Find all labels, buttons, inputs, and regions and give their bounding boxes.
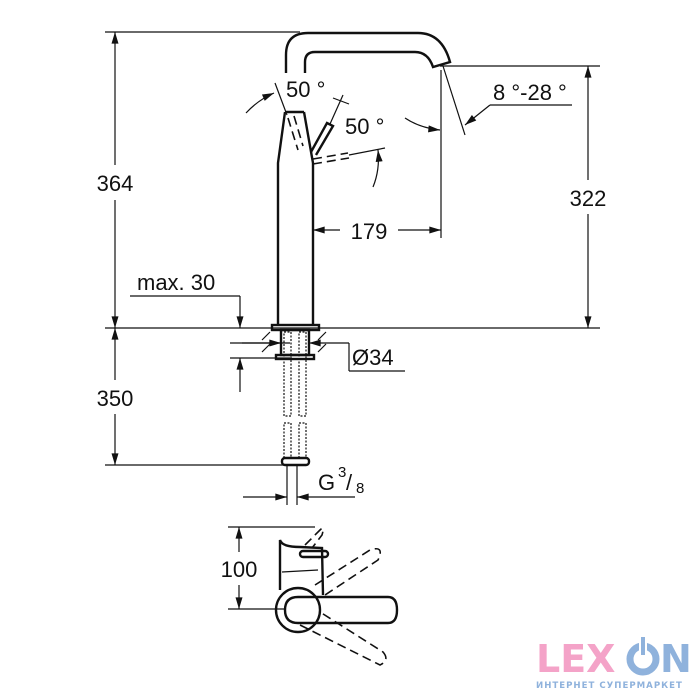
dimension-diameter-34: Ø34: [242, 339, 405, 372]
lexon-logo: LEX N ИНТЕРНЕТ СУПЕРМАРКЕТ: [536, 635, 692, 691]
faucet-top-view: 100: [221, 526, 399, 666]
label-lever-angle: 50 °: [345, 114, 384, 139]
label-swivel-angle: 50 °: [286, 77, 325, 102]
label-350: 350: [97, 386, 134, 411]
label-thread-den: 8: [356, 480, 364, 497]
faucet-side-view: [270, 31, 452, 332]
dimension-thread: G 3 / 8: [243, 464, 364, 505]
label-diameter-34: Ø34: [352, 345, 394, 370]
label-179: 179: [351, 219, 388, 244]
label-322: 322: [570, 186, 607, 211]
angle-annotations: 50 ° 50 ° 8 °-28 °: [245, 65, 572, 188]
label-thread-g: G: [318, 470, 335, 495]
dimension-364: 364: [97, 31, 300, 329]
label-spout-tilt: 8 °-28 °: [493, 80, 567, 105]
logo-tagline: ИНТЕРНЕТ СУПЕРМАРКЕТ: [536, 681, 683, 691]
logo-n: N: [660, 637, 692, 681]
thread-slash: /: [346, 470, 353, 495]
label-thread-num: 3: [338, 464, 346, 481]
dimension-350: 350: [97, 327, 285, 466]
label-max-30: max. 30: [137, 270, 215, 295]
dimension-max-30: max. 30: [130, 270, 290, 392]
label-364: 364: [97, 171, 134, 196]
dimension-179: 179: [312, 70, 442, 244]
label-100: 100: [221, 557, 258, 582]
dimension-322: 322: [440, 65, 607, 329]
under-deck-hoses: [261, 328, 327, 467]
logo-lex: LEX: [536, 637, 615, 681]
